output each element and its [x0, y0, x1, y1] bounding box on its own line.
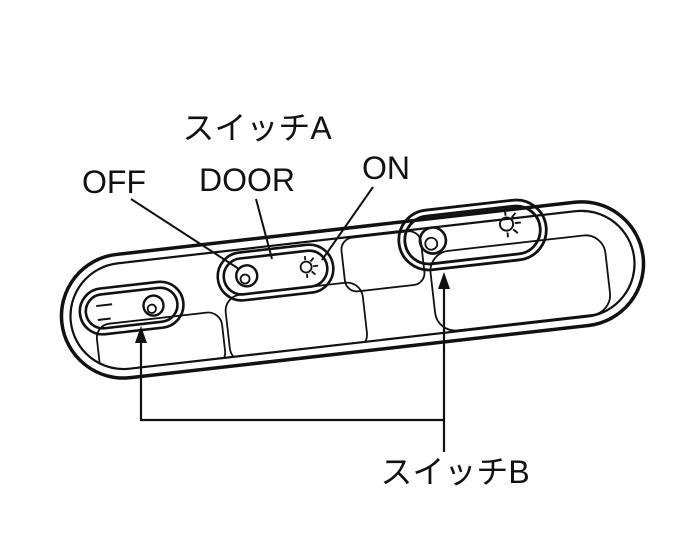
panel-inner-outline: [69, 209, 636, 371]
bulb-icon: [299, 256, 319, 279]
switch-b-left-bezel: [78, 280, 185, 336]
switch-b-right: [397, 198, 548, 272]
switch-b-right-bezel: [397, 198, 548, 272]
switch-b-left-body: [84, 286, 179, 330]
leader-on: [321, 186, 374, 261]
label-switch-a: スイッチA: [182, 110, 332, 146]
switch-b-left-knob: [142, 294, 165, 317]
switch-b-right-knob: [418, 226, 448, 255]
switch-b-left-grip-lines: [96, 303, 113, 321]
lens-top-center: [340, 230, 426, 293]
switch-a-bezel: [216, 243, 335, 302]
bulb-icon: [498, 210, 521, 238]
arrow-up-right-icon: [438, 272, 450, 289]
switch-b-right-body: [403, 204, 542, 266]
switch-a-knob: [235, 264, 259, 288]
switch-a-knob-dot: [239, 273, 251, 285]
switch-a: [216, 243, 335, 302]
label-door: DOOR: [199, 162, 295, 198]
switch-a-body: [222, 249, 329, 296]
label-on: ON: [362, 150, 410, 186]
lens-right: [429, 234, 612, 332]
label-switch-b: スイッチB: [380, 454, 529, 490]
panel-outer-outline: [59, 200, 646, 380]
leader-door: [255, 198, 273, 260]
switch-b-left: [78, 280, 185, 336]
switch-b-bracket: [135, 272, 450, 452]
leader-off: [130, 198, 240, 270]
bracket-line-left: [139, 341, 444, 422]
arrow-up-left-icon: [135, 326, 147, 343]
switch-b-right-knob-dot: [424, 236, 439, 251]
label-off: OFF: [82, 164, 146, 200]
switch-b-left-knob-dot: [146, 303, 157, 314]
